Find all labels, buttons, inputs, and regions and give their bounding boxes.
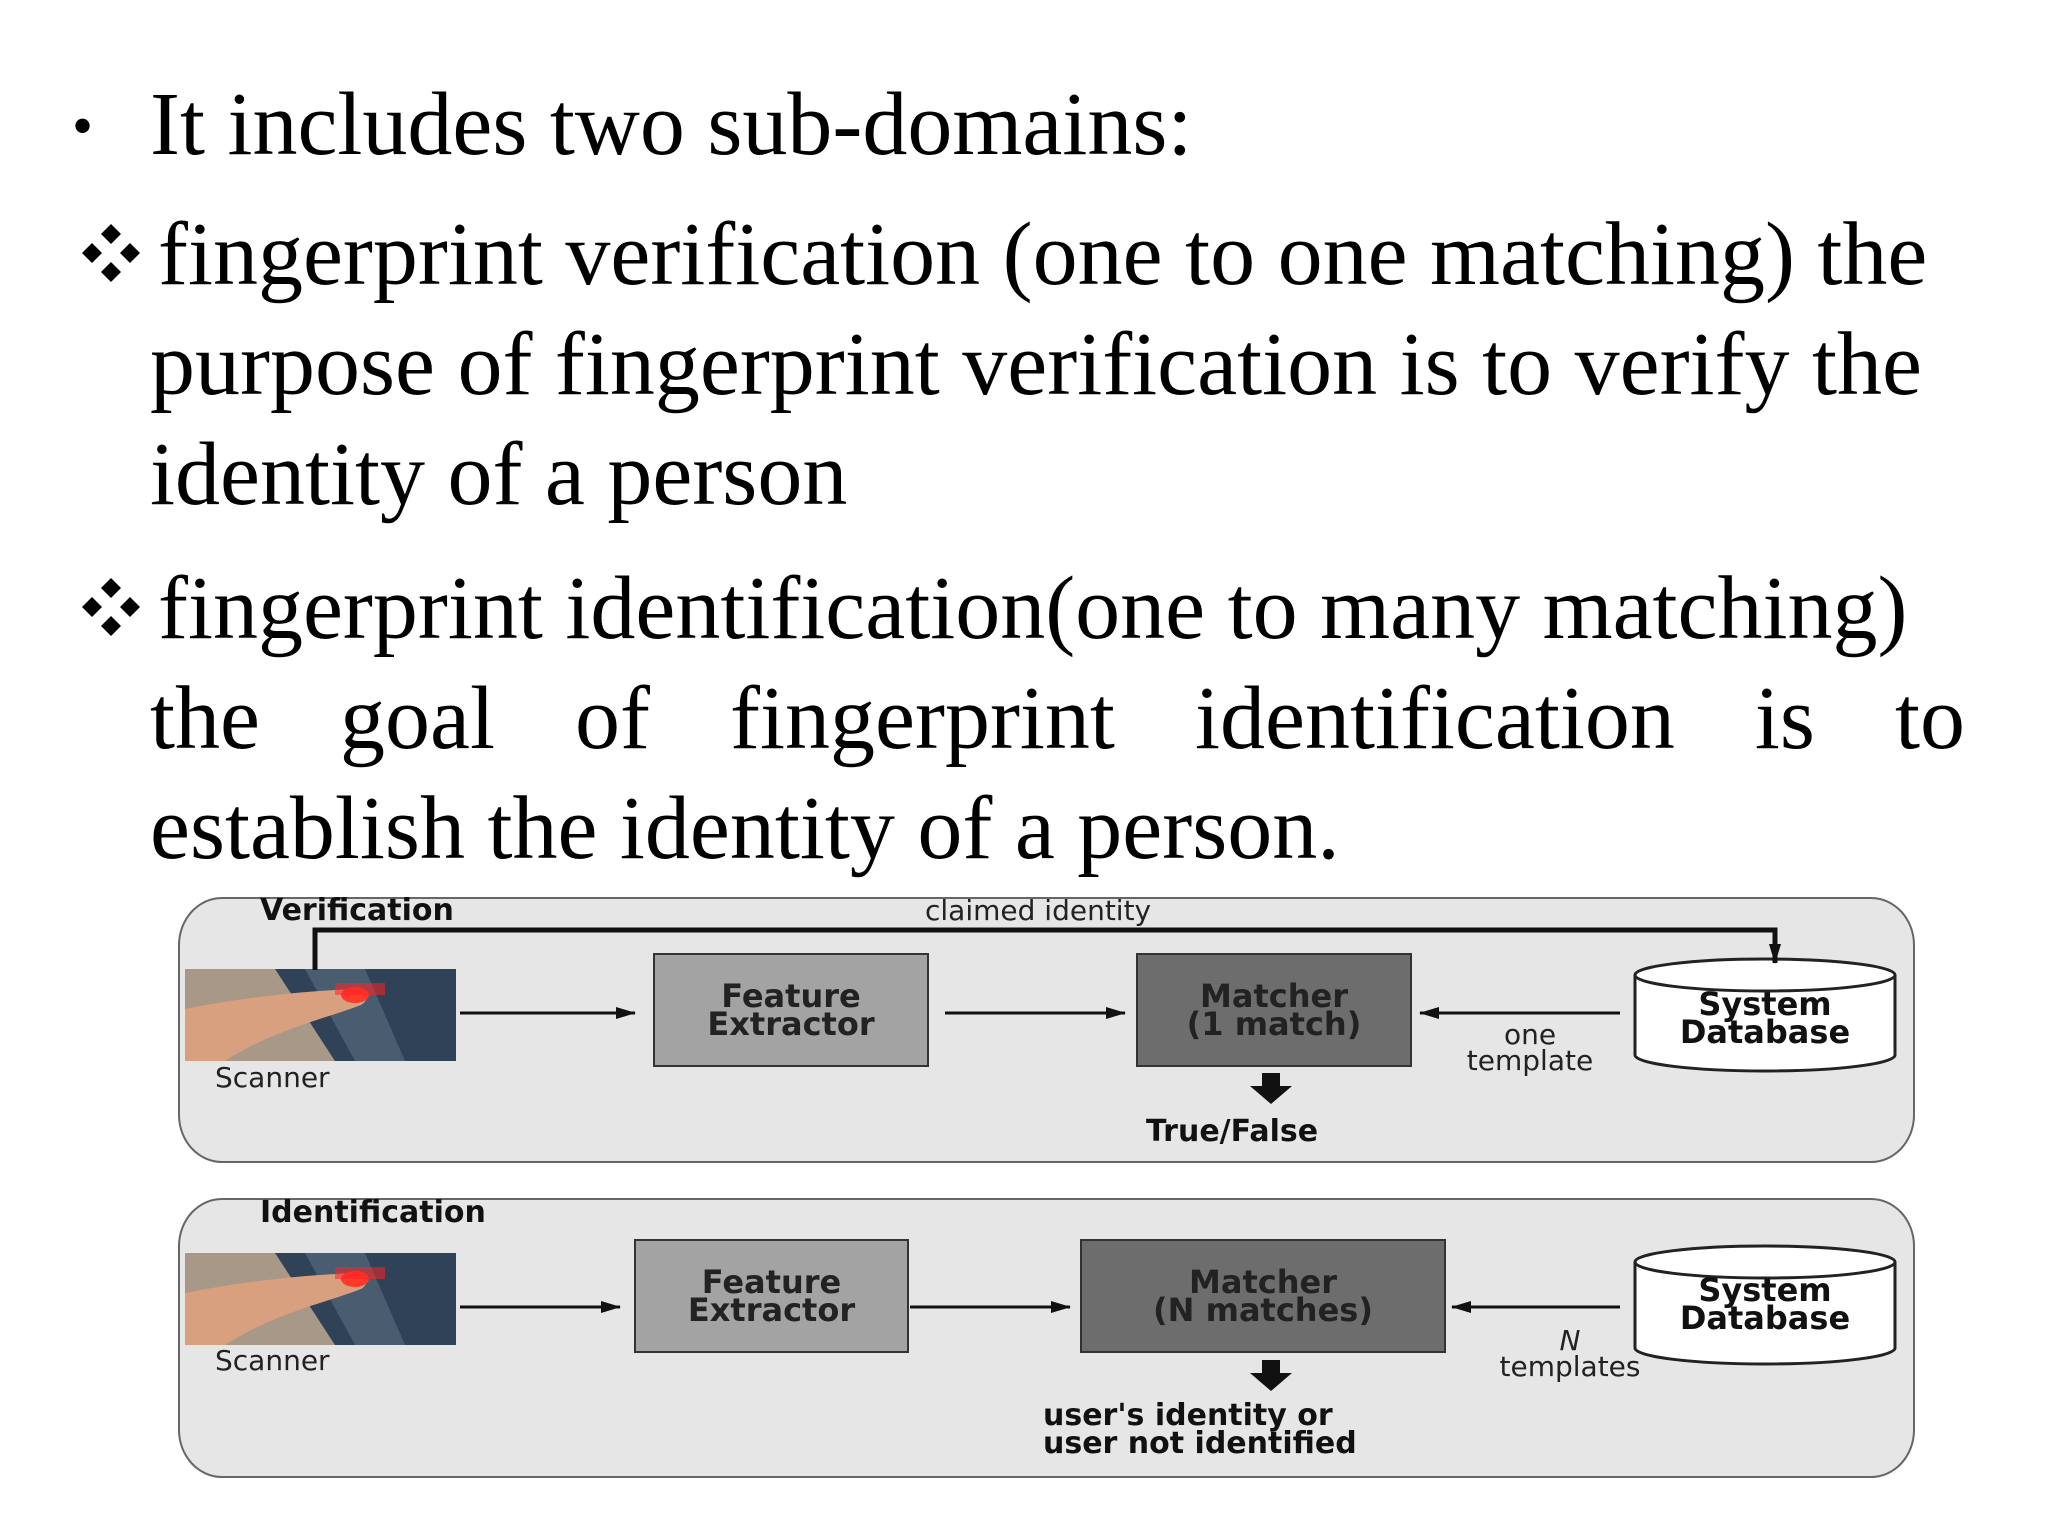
database-icon [1633, 957, 1897, 1073]
database-label: System Database [1679, 1271, 1851, 1337]
template-label: N templates [1499, 1324, 1641, 1383]
matcher-box: Matcher(1 match) [1136, 953, 1412, 1067]
matcher-box: Matcher(N matches) [1080, 1239, 1446, 1353]
verification-line-1: fingerprint verification (one to one mat… [158, 205, 1928, 304]
verification-title: Verification [260, 893, 454, 928]
verification-diagram [178, 897, 1915, 1163]
verification-line-3: identity of a person [150, 425, 848, 524]
bullet-dot-icon: • [72, 93, 94, 159]
claimed-identity-label: claimed identity [925, 894, 1152, 927]
template-label: one template [1466, 1018, 1594, 1077]
verification-result: True/False [1146, 1114, 1319, 1149]
down-arrow-icon [1250, 1360, 1292, 1391]
verification-line-2: purpose of fingerprint verification is t… [150, 315, 1922, 414]
identification-line-2: the goal of fingerprint identification i… [150, 669, 1965, 768]
identification-line-3: establish the identity of a person. [150, 779, 1340, 878]
database-icon [1633, 1244, 1897, 1366]
scanner-label: Scanner [215, 1061, 330, 1094]
scanner-label: Scanner [215, 1344, 330, 1377]
down-arrow-icon [1250, 1073, 1292, 1104]
claimed-identity-arrow [312, 927, 1781, 970]
identification-line-1: fingerprint identification(one to many m… [158, 559, 1908, 658]
identification-result: user's identity or user not identified [1043, 1398, 1357, 1461]
scanner-image [185, 1253, 456, 1345]
four-diamond-bullet-icon [82, 578, 140, 636]
identification-diagram [178, 1198, 1915, 1478]
database-label: System Database [1679, 985, 1851, 1051]
identification-title: Identification [260, 1195, 486, 1230]
intro-line: It includes two sub-domains: [150, 75, 1193, 174]
four-diamond-bullet-icon [82, 224, 140, 282]
scanner-image [185, 969, 456, 1061]
